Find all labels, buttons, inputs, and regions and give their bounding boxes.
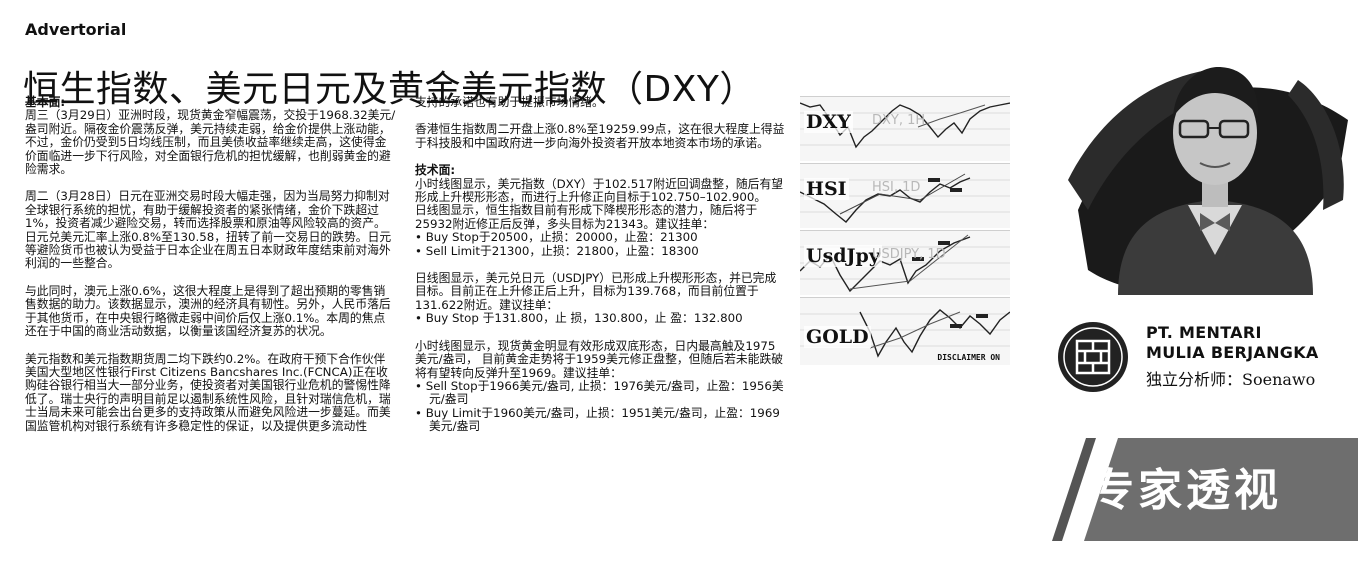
company-name: PT. MENTARI MULIA BERJANGKA [1146,323,1319,363]
analyst-portrait [1118,67,1313,295]
paragraph-text: 周三（3月29日）亚洲时段，现货黄金窄幅震荡，交投于1968.32美元/盎司附近… [25,108,396,177]
list-item: Sell Stop于1966美元/盎司, 止损：1976美元/盎司，止盈：195… [415,379,785,407]
chart-tag: UsdJpy [804,245,882,267]
order-list-gold: Sell Stop于1966美元/盎司, 止损：1976美元/盎司，止盈：195… [415,379,785,434]
article-column-1: 基本面: 周三（3月29日）亚洲时段，现货黄金窄幅震荡，交投于1968.32美元… [25,95,397,447]
section-heading-fundamentals: 基本面: [25,95,66,109]
chart-hsi-lines [800,173,1010,223]
chart-strip: DXY DXY, 1H HSI HSI, 1D UsdJpy USDJPY, 1… [800,96,1010,365]
headline: 恒生指数、美元日元及黄金美元指数（DXY） [23,69,756,111]
expert-insight-banner [1052,438,1358,541]
order-list-usdjpy: Buy Stop 于131.800，止 损，130.800，止 盈：132.80… [415,311,785,325]
paragraph: 美元指数和美元指数期货周二均下跌约0.2%。在政府干预下合作伙伴美国大型地区性银… [25,351,391,433]
chart-gold: GOLD DISCLAIMER ON [800,297,1010,365]
paragraph: 周二（3月28日）日元在亚洲交易时段大幅走强，因为当局努力抑制对全球银行系统的担… [25,189,392,271]
list-item: Sell Limit于21300，止损：21800，止盈：18300 [415,244,785,258]
paragraph: 与此同时，澳元上涨0.6%，这很大程度上是得到了超出预期的零售销售数据的助力。该… [25,283,391,339]
chart-tag: GOLD [804,326,871,348]
section-heading-technical: 技术面: [415,163,456,178]
chart-watermark: DXY, 1H [872,113,926,128]
paragraph-text: 日线图显示，恒生指数目前有形成下降楔形形态的潜力，随后将于25932附近修正后反… [415,203,758,231]
list-item: Buy Stop 于131.800，止 损，130.800，止 盈：132.80… [415,311,785,325]
company-logo-icon [1058,322,1128,392]
company-name-line-1: PT. MENTARI [1146,323,1262,342]
advertorial-label: Advertorial [25,20,127,39]
chart-hsi: HSI HSI, 1D [800,163,1010,228]
paragraph: 技术面: 小时线图显示，美元指数（DXY）于102.517附近回调盘整，随后有望… [415,163,785,231]
chart-watermark: HSI, 1D [872,180,921,195]
paragraph: 小时线图显示，现货黄金明显有效形成双底形态，日内最高触及1975美元/盎司， 目… [415,338,784,380]
banner-title: 专家透视 [1090,465,1282,516]
chart-disclaimer: DISCLAIMER ON [937,353,1000,362]
order-list-hsi: Buy Stop于20500，止损：20000，止盈：21300 Sell Li… [415,230,785,258]
list-item: Buy Limit于1960美元/盎司，止损：1951美元/盎司，止盈：1969… [415,406,785,434]
article-column-2: 支持的承诺也有助于提振市场情绪。 香港恒生指数周二开盘上涨0.8%至19259.… [415,95,785,434]
paragraph: 基本面: 周三（3月29日）亚洲时段，现货黄金窄幅震荡，交投于1968.32美元… [25,95,397,177]
chart-watermark: USDJPY, 1D [872,247,946,262]
chart-dxy: DXY DXY, 1H [800,96,1010,161]
paragraph: 日线图显示，美元兑日元（USDJPY）已形成上升楔形形态，并已完成目标。目前正在… [415,271,777,312]
paragraph: 支持的承诺也有助于提振市场情绪。 [415,95,604,109]
chart-tag: HSI [804,178,849,200]
chart-usdjpy: UsdJpy USDJPY, 1D [800,230,1010,295]
list-item: Buy Stop于20500，止损：20000，止盈：21300 [415,230,785,244]
analyst-credit: 独立分析师：Soenawo [1146,370,1316,389]
chart-tag: DXY [804,111,853,133]
company-name-line-2: MULIA BERJANGKA [1146,343,1319,362]
paragraph-text: 小时线图显示，美元指数（DXY）于102.517附近回调盘整，随后有望形成上升楔… [415,176,784,205]
paragraph: 香港恒生指数周二开盘上涨0.8%至19259.99点，这在很大程度上得益于科技股… [415,122,785,150]
